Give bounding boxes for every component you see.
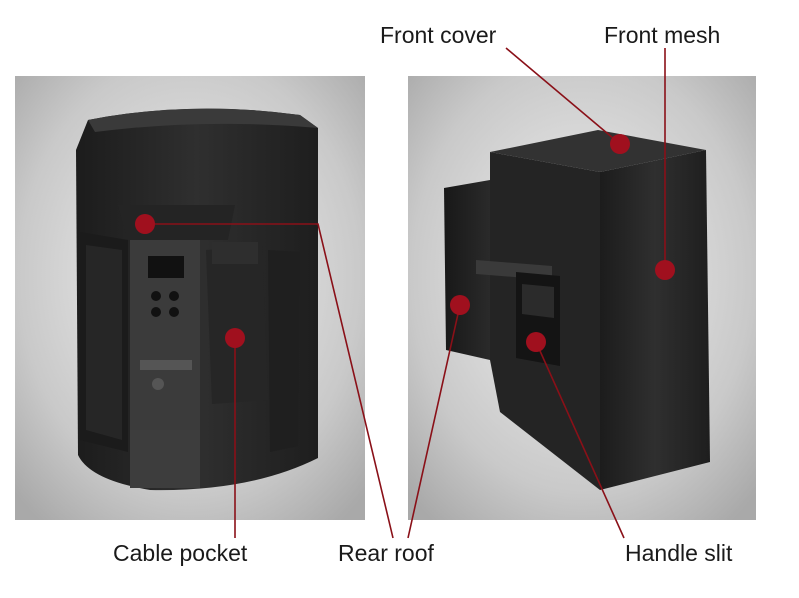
label-front-cover: Front cover: [380, 22, 497, 48]
label-front-mesh: Front mesh: [604, 22, 721, 48]
leader-line-rear-roof-right: [407, 304, 461, 539]
side-pocket: [444, 180, 490, 360]
front-cover-top: [490, 130, 706, 172]
marker-front-cover: [610, 134, 630, 154]
marker-rear-roof-side: [450, 295, 470, 315]
rear-view-photo: [15, 76, 365, 520]
front-mesh-panel: [600, 150, 710, 490]
marker-rear-roof-back: [135, 214, 155, 234]
marker-handle-slit: [526, 332, 546, 352]
leader-lines: [145, 47, 666, 539]
leader-line-rear-roof-left: [145, 223, 394, 539]
label-handle-slit: Handle slit: [625, 540, 733, 566]
leader-line-handle-slit: [535, 341, 625, 539]
marker-front-mesh: [655, 260, 675, 280]
marker-cable-pocket: [225, 328, 245, 348]
cable-pocket: [206, 246, 268, 404]
label-rear-roof: Rear roof: [338, 540, 434, 566]
leader-line-front-cover: [505, 47, 621, 145]
label-cable-pocket: Cable pocket: [113, 540, 248, 566]
markers: [135, 134, 675, 352]
